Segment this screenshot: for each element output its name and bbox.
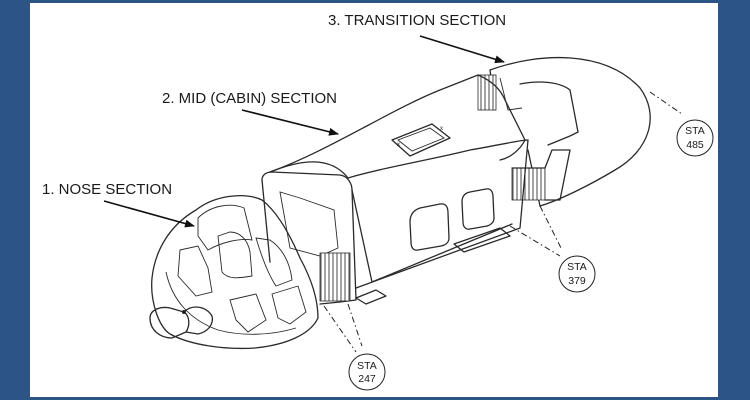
sta-247-line2: 247 bbox=[358, 373, 376, 385]
sta-379-line-b bbox=[539, 205, 563, 251]
station-485-marker: STA 485 bbox=[676, 119, 714, 157]
mid-arrow bbox=[241, 109, 339, 136]
mid-cabin-section: x x bbox=[261, 74, 529, 305]
sta-247-line-b bbox=[323, 305, 357, 353]
sta-485-line2: 485 bbox=[686, 139, 704, 151]
sta-379-line-a bbox=[509, 225, 561, 257]
sta-379-line1: STA bbox=[567, 261, 587, 273]
diagram-frame bbox=[30, 3, 718, 397]
nose-section-label: 1. NOSE SECTION bbox=[42, 181, 172, 198]
nose-arrow bbox=[103, 200, 195, 228]
mid-section-label: 2. MID (CABIN) SECTION bbox=[162, 90, 337, 107]
sta-485-line bbox=[649, 91, 683, 115]
sta-247-line1: STA bbox=[357, 360, 377, 372]
transition-section-label: 3. TRANSITION SECTION bbox=[328, 12, 506, 29]
station-247-marker: STA 247 bbox=[348, 353, 386, 391]
transition-section bbox=[477, 56, 651, 207]
station-379-marker: STA 379 bbox=[558, 255, 596, 293]
sta-379-line2: 379 bbox=[568, 275, 586, 287]
sta-247-line-a bbox=[347, 303, 363, 347]
svg-text:x: x bbox=[397, 142, 400, 148]
sta-485-line1: STA bbox=[685, 125, 705, 137]
svg-text:x: x bbox=[440, 126, 443, 132]
nose-section bbox=[149, 195, 319, 350]
transition-arrow bbox=[419, 35, 505, 64]
